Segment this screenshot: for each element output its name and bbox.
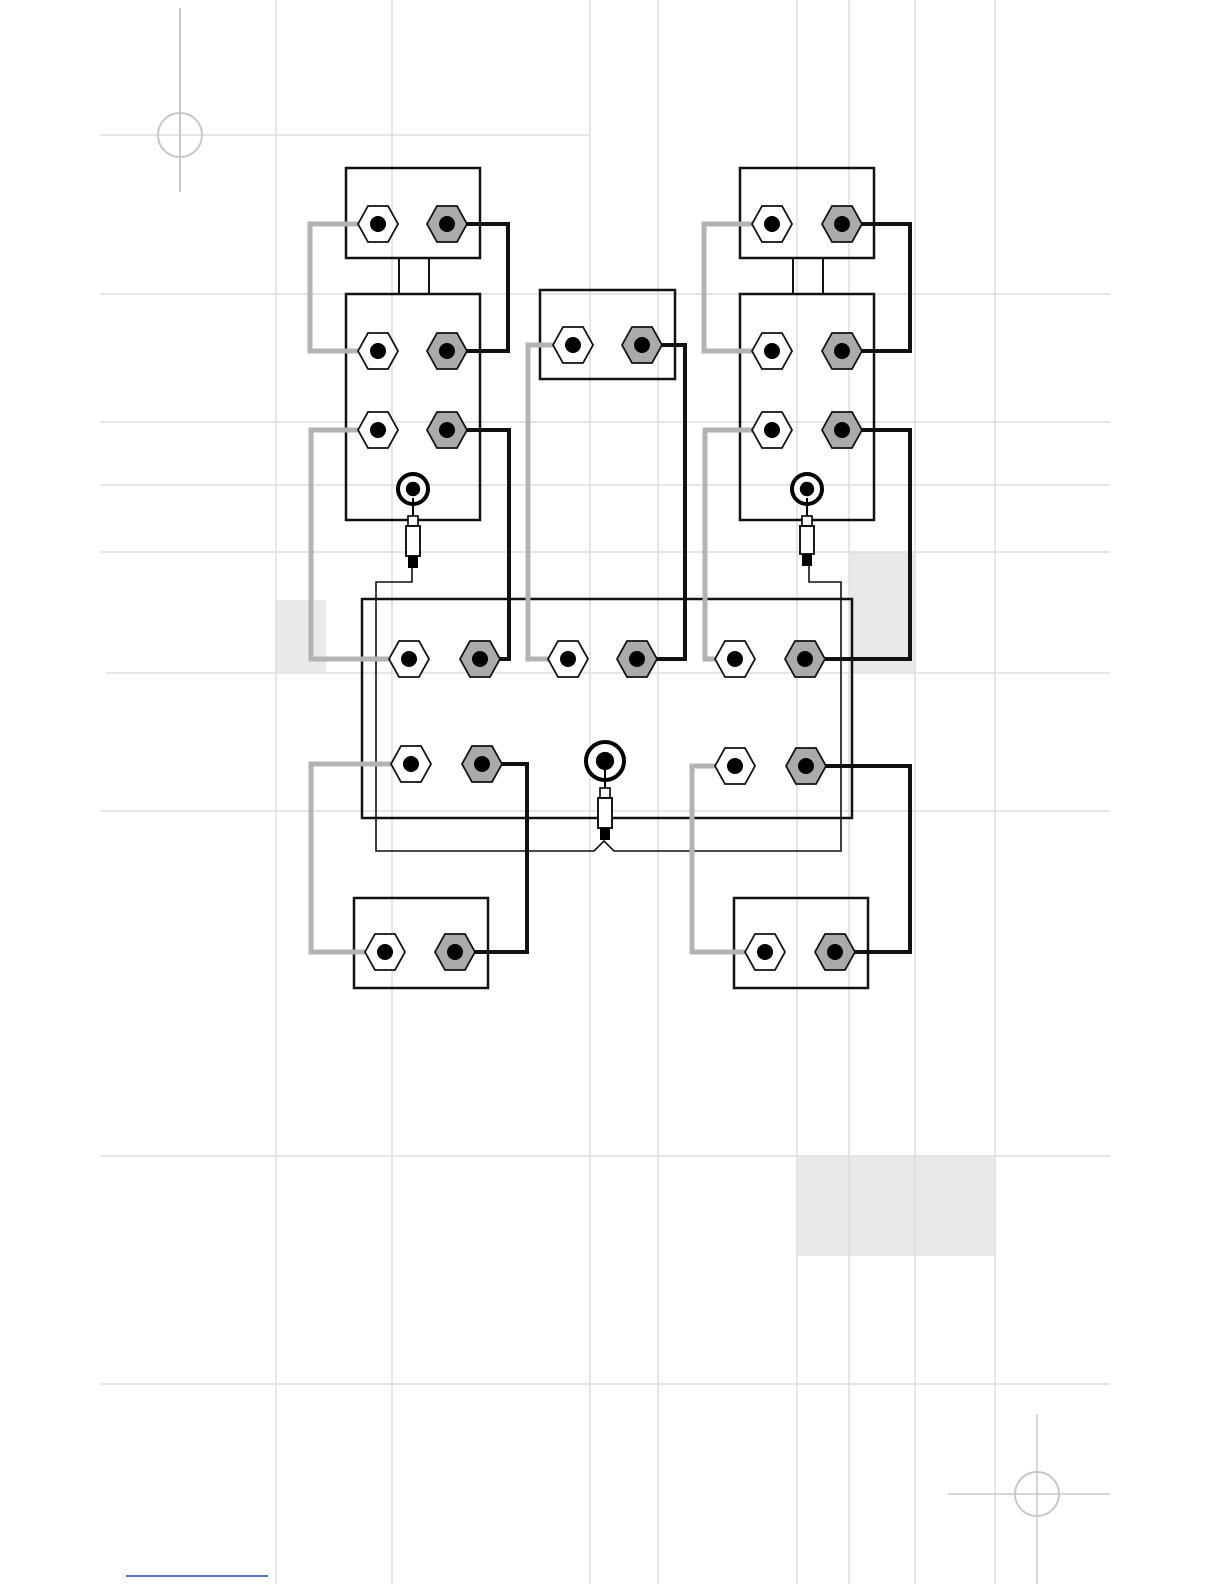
positive-binding-post-icon: [389, 641, 429, 677]
positive-binding-post-icon: [548, 641, 588, 677]
negative-binding-post-icon: [462, 746, 502, 782]
negative-wire: [455, 764, 527, 952]
registration-mark-icon: [948, 1414, 1110, 1584]
grid-shade-cell: [850, 552, 914, 672]
negative-binding-post-icon: [617, 641, 657, 677]
positive-wire: [705, 430, 772, 659]
positive-binding-post-icon: [391, 746, 431, 782]
positive-binding-post-icon: [752, 333, 792, 369]
positive-binding-post-icon: [553, 327, 593, 363]
positive-wire: [692, 766, 765, 952]
negative-wire: [637, 345, 685, 659]
negative-binding-post-icon: [822, 206, 862, 242]
negative-binding-post-icon: [822, 412, 862, 448]
positive-binding-post-icon: [752, 206, 792, 242]
positive-binding-post-icon: [358, 333, 398, 369]
negative-wire: [806, 766, 910, 952]
negative-binding-post-icon: [622, 327, 662, 363]
speaker-wires: [310, 224, 910, 952]
rca-plug-icon: [406, 498, 420, 568]
negative-binding-post-icon: [460, 641, 500, 677]
negative-binding-post-icon: [822, 333, 862, 369]
positive-binding-post-icon: [715, 748, 755, 784]
negative-wire: [447, 430, 509, 659]
negative-wire: [842, 224, 910, 351]
component-boxes: [346, 168, 874, 988]
positive-binding-post-icon: [358, 412, 398, 448]
negative-binding-post-icon: [427, 412, 467, 448]
negative-binding-post-icon: [427, 333, 467, 369]
negative-wire: [447, 224, 508, 351]
positive-binding-post-icon: [365, 934, 405, 970]
rca-plug-icon: [800, 498, 814, 566]
positive-wire: [704, 224, 772, 351]
positive-binding-post-icon: [752, 412, 792, 448]
positive-binding-post-icon: [715, 641, 755, 677]
positive-binding-post-icon: [745, 934, 785, 970]
positive-wire: [310, 224, 378, 351]
negative-binding-post-icon: [427, 206, 467, 242]
negative-binding-post-icon: [815, 934, 855, 970]
receiver-box: [362, 599, 852, 818]
positive-binding-post-icon: [358, 206, 398, 242]
grid-shade-cell: [798, 1156, 994, 1256]
negative-binding-post-icon: [435, 934, 475, 970]
positive-wire: [528, 345, 573, 659]
binding-posts: [358, 206, 862, 970]
negative-binding-post-icon: [785, 641, 825, 677]
negative-binding-post-icon: [786, 748, 826, 784]
